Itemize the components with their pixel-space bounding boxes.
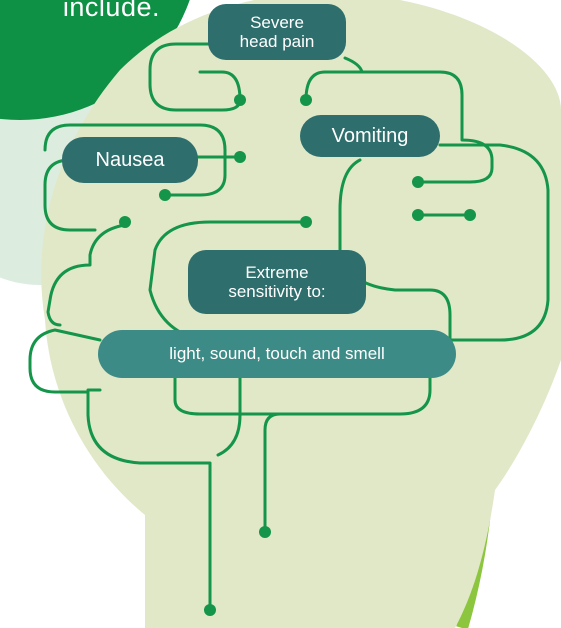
severe-head-pain-label: Severe head pain xyxy=(208,4,346,60)
circuit-dot xyxy=(300,94,312,106)
extreme-line2: sensitivity to: xyxy=(228,282,325,301)
nausea-text: Nausea xyxy=(96,149,165,171)
extreme-line1: Extreme xyxy=(245,263,308,282)
vomiting-label: Vomiting xyxy=(300,115,440,157)
circuit-dot xyxy=(464,209,476,221)
severe-line1: Severe xyxy=(250,13,304,32)
circuit-dot xyxy=(300,216,312,228)
circuit-dot xyxy=(234,151,246,163)
circuit-dot xyxy=(234,94,246,106)
head-silhouette xyxy=(41,0,561,628)
circuit-dot xyxy=(259,526,271,538)
nausea-label: Nausea xyxy=(62,137,198,183)
circuit-dot xyxy=(159,189,171,201)
circuit-dot xyxy=(412,176,424,188)
vomiting-text: Vomiting xyxy=(332,125,409,147)
circuit-dot xyxy=(119,216,131,228)
senses-text: light, sound, touch and smell xyxy=(169,344,384,363)
extreme-sensitivity-label: Extreme sensitivity to: xyxy=(188,250,366,314)
senses-label: light, sound, touch and smell xyxy=(98,330,456,378)
circuit-dot xyxy=(412,209,424,221)
severe-line2: head pain xyxy=(240,32,315,51)
circuit-dot xyxy=(204,604,216,616)
intro-text: include. xyxy=(0,0,160,23)
